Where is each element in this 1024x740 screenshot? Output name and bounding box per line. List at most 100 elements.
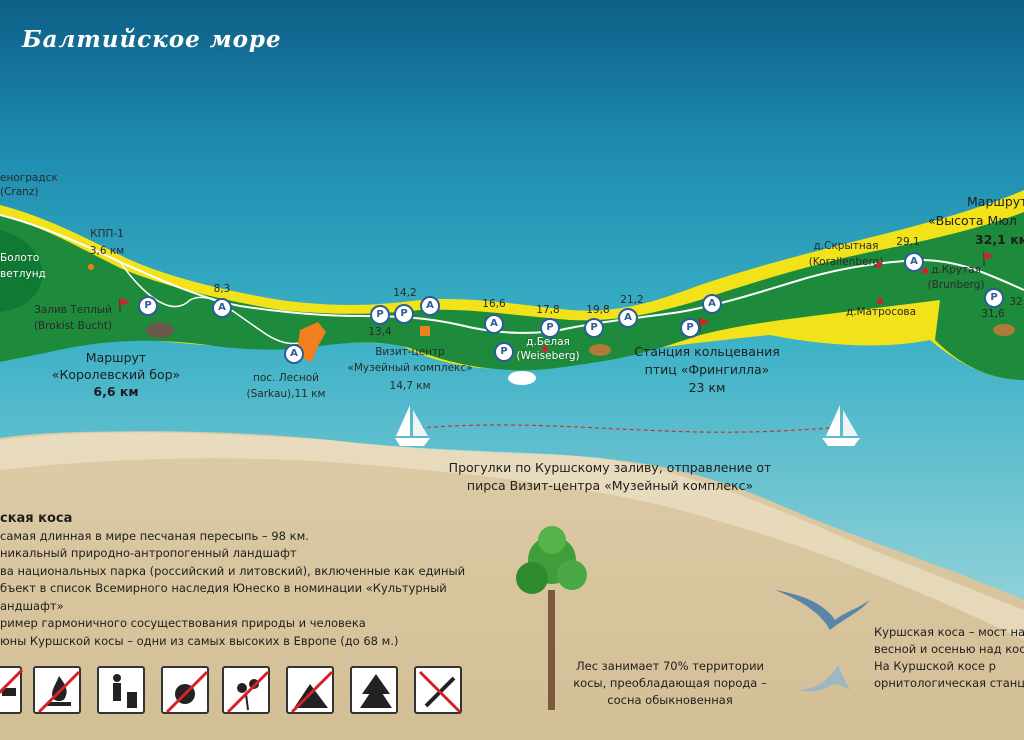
village-dot (876, 262, 882, 268)
bus-stop-marker: A (420, 296, 440, 316)
sea-area (0, 0, 1024, 600)
parking-marker: P (680, 318, 700, 338)
village-dot (542, 346, 548, 352)
route-name: «Королевский бор» (51, 367, 181, 382)
info-heading: ская коса (0, 511, 73, 526)
parking-marker: P (494, 342, 514, 362)
bus-stop-marker: A (484, 314, 504, 334)
km-mark: 16,6 (482, 298, 506, 310)
place-label: д.Скрытная (813, 240, 879, 252)
bird-note-line: На Куршской косе р (874, 659, 996, 673)
sea-title: Балтийское море (22, 26, 282, 53)
route-km: 32,1 км (975, 232, 1024, 247)
forest-note-line: Лес занимает 70% территории (575, 659, 765, 673)
km-mark: 17,8 (536, 304, 560, 316)
litter-bin-sign-icon (97, 666, 145, 714)
bird-icon (795, 665, 850, 692)
place-label: д.Матросова (845, 306, 917, 318)
km-mark: 8,3 (213, 283, 231, 295)
info-line: ример гармоничного сосуществования приро… (0, 616, 366, 630)
no-dune-climbing-sign-icon (286, 666, 334, 714)
village-dot (877, 298, 883, 304)
place-label: (Korallenberg) (808, 256, 884, 268)
boloto-area (0, 230, 43, 312)
village-dot (922, 268, 928, 274)
bird-note-line: Куршская коса – мост на п (874, 625, 1024, 639)
camping-sign-icon (350, 666, 398, 714)
bird-note: Куршская коса – мост на п весной и осень… (874, 624, 1024, 692)
parking-marker: P (584, 318, 604, 338)
swan-icon (508, 371, 536, 385)
place-label: (Sarkau),11 км (246, 388, 326, 400)
parking-marker: P (370, 305, 390, 325)
info-line: никальный природно-антропогенный ландшаф… (0, 546, 297, 560)
place-label: пос. Лесной (253, 372, 319, 384)
main-road (0, 214, 1024, 334)
place-label: (Weiseberg) (516, 350, 580, 362)
boat-tour-text: пирса Визит-центра «Музейный комплекс» (466, 478, 754, 493)
place-label: 3,6 км (89, 245, 125, 257)
lesnoy-settlement (298, 322, 326, 362)
forest-note-line: косы, преобладающая порода – (573, 676, 767, 690)
no-fire-sign-icon (33, 666, 81, 714)
place-label: Визит-центр (375, 346, 445, 358)
bus-stop-marker: A (212, 298, 232, 318)
km-mark: 19,8 (586, 304, 610, 316)
place-label: (Brunberg) (927, 279, 985, 291)
route-name: «Высота Мюл (928, 213, 1017, 228)
no-weapons-sign-icon (414, 666, 462, 714)
bird-note-line: весной и осенью над косо (874, 642, 1024, 656)
boat-tour-text: Прогулки по Куршскому заливу, отправлени… (448, 460, 772, 475)
no-hunting-sign-icon (161, 666, 209, 714)
place-label: (Brokist Bucht) (33, 320, 113, 332)
place-label: Залив Теплый (34, 304, 112, 316)
parking-marker: P (394, 304, 414, 324)
station-km: 23 км (688, 380, 726, 395)
deer-icon (993, 324, 1015, 336)
sailboat-icon (822, 405, 860, 446)
place-label: Болото (0, 252, 40, 264)
station-title: Станция кольцевания (634, 344, 780, 359)
visit-center-icon (420, 326, 430, 336)
info-line: бъект в список Всемирного наследия Юнеск… (0, 581, 447, 595)
parking-marker: P (138, 296, 158, 316)
bird-note-line: орнитологическая станци (874, 676, 1024, 690)
info-block: ская коса самая длинная в мире песчаная … (0, 510, 465, 650)
route-title: Маршрут (85, 350, 147, 365)
place-label: еноградск (0, 172, 58, 184)
parking-marker: P (540, 318, 560, 338)
bus-stop-marker: A (904, 252, 924, 272)
deer-icon (589, 344, 611, 356)
place-label: д.Крутая (931, 264, 981, 276)
place-label: (Cranz) (0, 186, 39, 198)
boat-route (419, 424, 831, 433)
info-line: ва национальных парка (российский и лито… (0, 563, 466, 578)
no-flower-picking-sign-icon (222, 666, 270, 714)
sailboat-icon (395, 405, 430, 446)
km-mark: 32 (1009, 296, 1023, 308)
km-mark: 31,6 (981, 308, 1005, 320)
flag-icon (699, 318, 710, 332)
km-mark: 21,2 (620, 294, 644, 306)
bus-stop-marker: A (284, 344, 304, 364)
info-line: андшафт» (0, 598, 64, 613)
place-label: КПП-1 (90, 228, 124, 240)
boar-icon (146, 322, 174, 338)
surf-foam (0, 432, 1024, 640)
flag-icon (983, 252, 994, 266)
bird-icon (775, 590, 870, 630)
pine-tree-icon (516, 526, 587, 710)
km-mark: 14,2 (393, 287, 417, 299)
info-line: юны Куршской косы – одни из самых высоки… (0, 633, 399, 648)
route-title: Маршрут (967, 194, 1024, 209)
place-label: д.Белая (526, 336, 570, 348)
place-label: 14,7 км (389, 380, 431, 392)
km-mark: 29,1 (896, 236, 920, 248)
flag-icon (119, 298, 130, 312)
checkpoint-dot (88, 264, 94, 270)
route-km: 6,6 км (93, 384, 139, 399)
place-label: «Музейный комплекс» (347, 362, 473, 374)
no-smoking-sign-icon (0, 666, 24, 714)
